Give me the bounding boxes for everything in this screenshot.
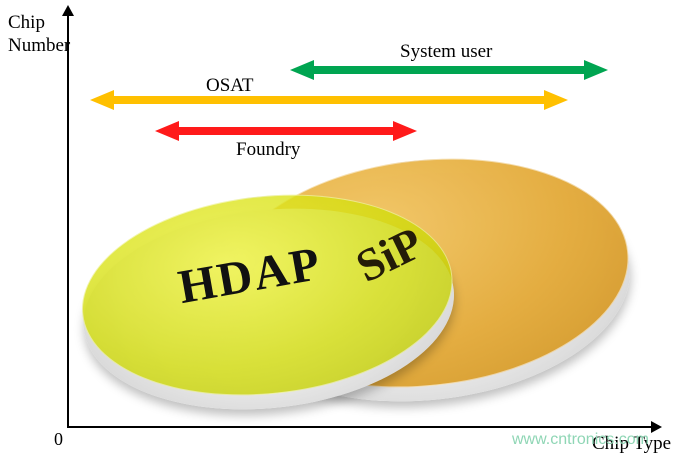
system-user-arrow <box>290 60 608 80</box>
system-user-label: System user <box>400 41 493 62</box>
arrow-right-head-icon <box>544 90 568 110</box>
x-axis-line <box>67 426 653 428</box>
arrow-left-head-icon <box>155 121 179 141</box>
osat-label: OSAT <box>206 75 254 96</box>
osat-arrow <box>90 90 568 110</box>
foundry-label: Foundry <box>236 139 301 160</box>
y-axis-line <box>67 14 69 428</box>
arrow-left-head-icon <box>290 60 314 80</box>
arrow-right-head-icon <box>393 121 417 141</box>
y-axis-label: Chip Number <box>8 12 71 56</box>
watermark-text: www.cntronics.com <box>512 431 649 448</box>
arrow-bar <box>114 96 544 104</box>
hdap-disc <box>71 177 465 427</box>
arrow-bar <box>314 66 584 74</box>
arrow-left-head-icon <box>90 90 114 110</box>
arrow-bar <box>179 127 393 135</box>
arrow-right-head-icon <box>584 60 608 80</box>
foundry-arrow <box>155 121 417 141</box>
x-axis-arrowhead-icon <box>651 421 662 433</box>
x-axis-label: Chip Type <box>592 433 672 454</box>
y-axis-arrowhead-icon <box>62 5 74 16</box>
origin-label: 0 <box>54 429 63 449</box>
